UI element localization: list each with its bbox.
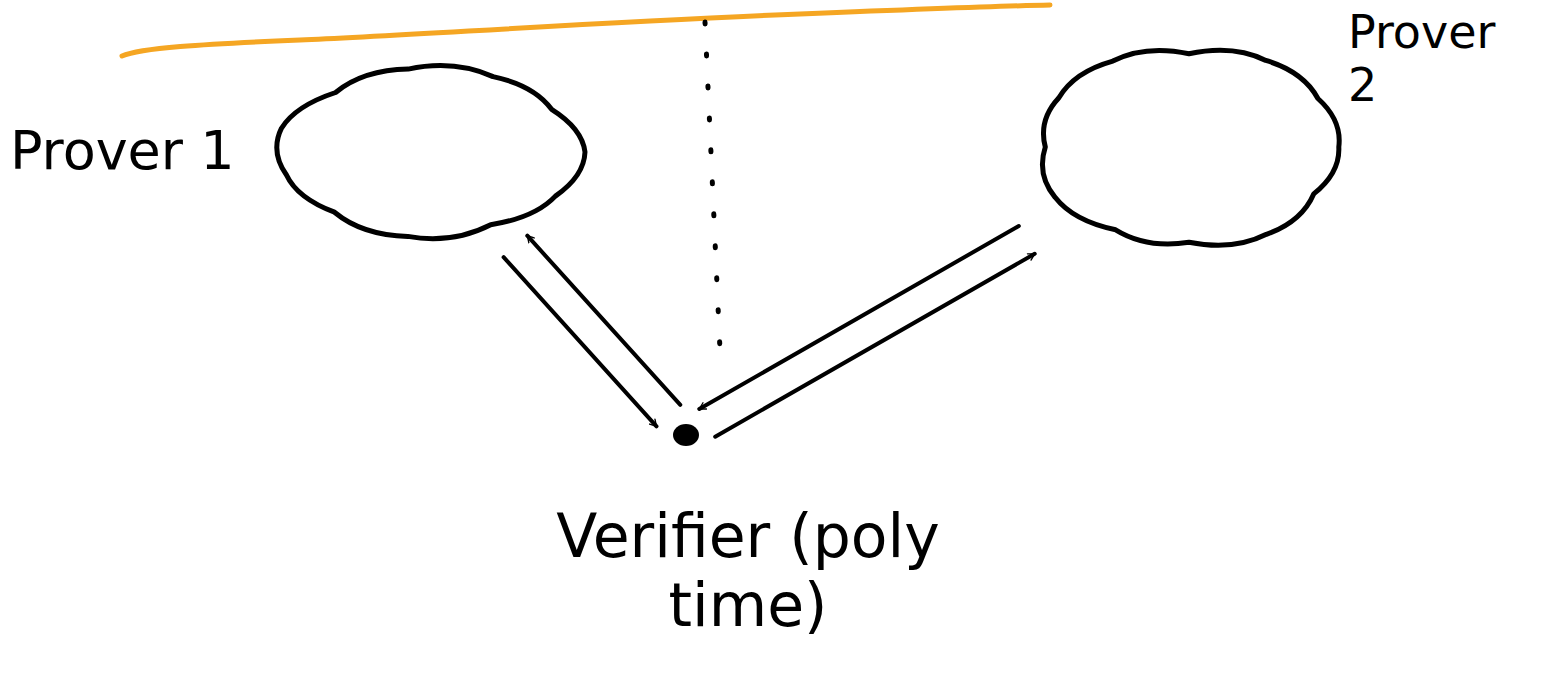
cloud-shape (1032, 42, 1346, 252)
verifier-node: Verifier (poly time) (670, 420, 702, 450)
verifier-label: Verifier (poly time) (528, 502, 968, 640)
cloud-shape (272, 62, 588, 242)
orange-rule (122, 5, 1050, 56)
message-arrow (527, 236, 680, 405)
prover-cloud: Prover 2 (1032, 42, 1346, 252)
dotted-divider (705, 22, 720, 350)
dot-shape (670, 420, 702, 450)
prover-cloud: Prover 1 (272, 62, 588, 242)
message-arrow (504, 257, 657, 426)
prover-label: Prover 1 (10, 120, 235, 182)
prover-label: Prover 2 (1348, 6, 1530, 112)
message-arrow (715, 254, 1034, 437)
message-arrow (699, 226, 1019, 409)
